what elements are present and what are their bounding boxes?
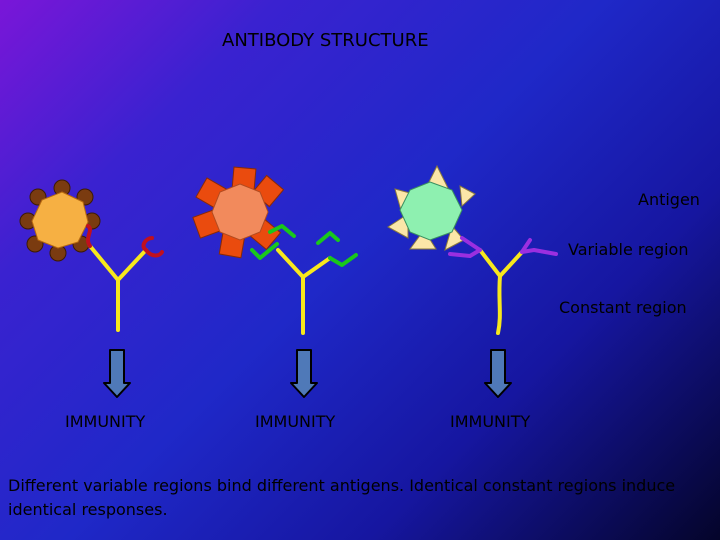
immunity-label-1: IMMUNITY — [65, 412, 146, 431]
antigen-label: Antigen — [638, 190, 700, 209]
antigen-1 — [19, 179, 101, 262]
antibody-3 — [448, 236, 558, 335]
antibody-2 — [250, 224, 358, 335]
immunity-label-2: IMMUNITY — [255, 412, 336, 431]
caption-text: Different variable regions bind differen… — [8, 476, 676, 519]
diagram-title: ANTIBODY STRUCTURE — [222, 30, 429, 51]
antigen-3 — [387, 164, 476, 251]
constant-region-label: Constant region — [559, 298, 687, 317]
antibody-1 — [86, 224, 164, 332]
variable-region-label: Variable region — [568, 240, 689, 259]
immunity-label-3: IMMUNITY — [450, 412, 531, 431]
down-arrow-icon — [290, 349, 318, 398]
down-arrow-icon — [484, 349, 512, 398]
antigen-2 — [192, 166, 285, 259]
down-arrow-icon — [103, 349, 131, 398]
